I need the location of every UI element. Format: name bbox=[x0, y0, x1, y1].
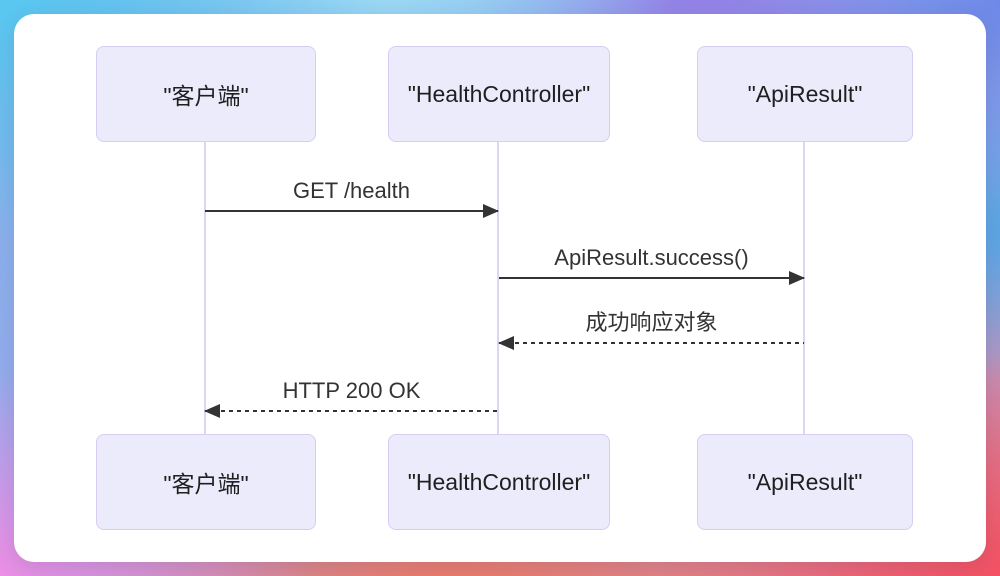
diagram-canvas: GET /health ApiResult.success() 成功响应对象 H… bbox=[14, 14, 986, 562]
actor-box-healthcontroller-top: "HealthController" bbox=[388, 46, 610, 142]
actor-box-client-top: "客户端" bbox=[96, 46, 316, 142]
message-http-200: HTTP 200 OK bbox=[204, 378, 498, 419]
lifeline-healthcontroller bbox=[497, 142, 499, 434]
arrowhead-right-icon bbox=[789, 271, 805, 285]
message-label: GET /health bbox=[293, 178, 410, 203]
message-label: ApiResult.success() bbox=[554, 245, 749, 270]
actor-box-apiresult-bottom: "ApiResult" bbox=[697, 434, 913, 530]
message-get-health: GET /health bbox=[205, 178, 499, 219]
actor-label: "ApiResult" bbox=[747, 80, 863, 107]
actor-box-healthcontroller-bottom: "HealthController" bbox=[388, 434, 610, 530]
actor-label: "HealthController" bbox=[407, 468, 591, 495]
lifeline-apiresult bbox=[803, 142, 805, 434]
actor-box-client-bottom: "客户端" bbox=[96, 434, 316, 530]
actor-label: "ApiResult" bbox=[747, 468, 863, 495]
lifeline-client bbox=[204, 142, 206, 434]
message-line bbox=[205, 210, 498, 212]
arrowhead-left-icon bbox=[204, 404, 220, 418]
message-apiresult-success: ApiResult.success() bbox=[499, 245, 805, 286]
actor-label: "客户端" bbox=[163, 471, 249, 497]
message-label: HTTP 200 OK bbox=[282, 378, 421, 403]
actor-box-apiresult-top: "ApiResult" bbox=[697, 46, 913, 142]
message-line bbox=[205, 410, 498, 412]
actor-label: "客户端" bbox=[163, 83, 249, 109]
arrowhead-left-icon bbox=[498, 336, 514, 350]
message-label: 成功响应对象 bbox=[585, 310, 718, 335]
message-success-response: 成功响应对象 bbox=[498, 310, 804, 351]
arrowhead-right-icon bbox=[483, 204, 499, 218]
message-line bbox=[499, 277, 804, 279]
actor-label: "HealthController" bbox=[407, 80, 591, 107]
message-line bbox=[499, 342, 804, 344]
